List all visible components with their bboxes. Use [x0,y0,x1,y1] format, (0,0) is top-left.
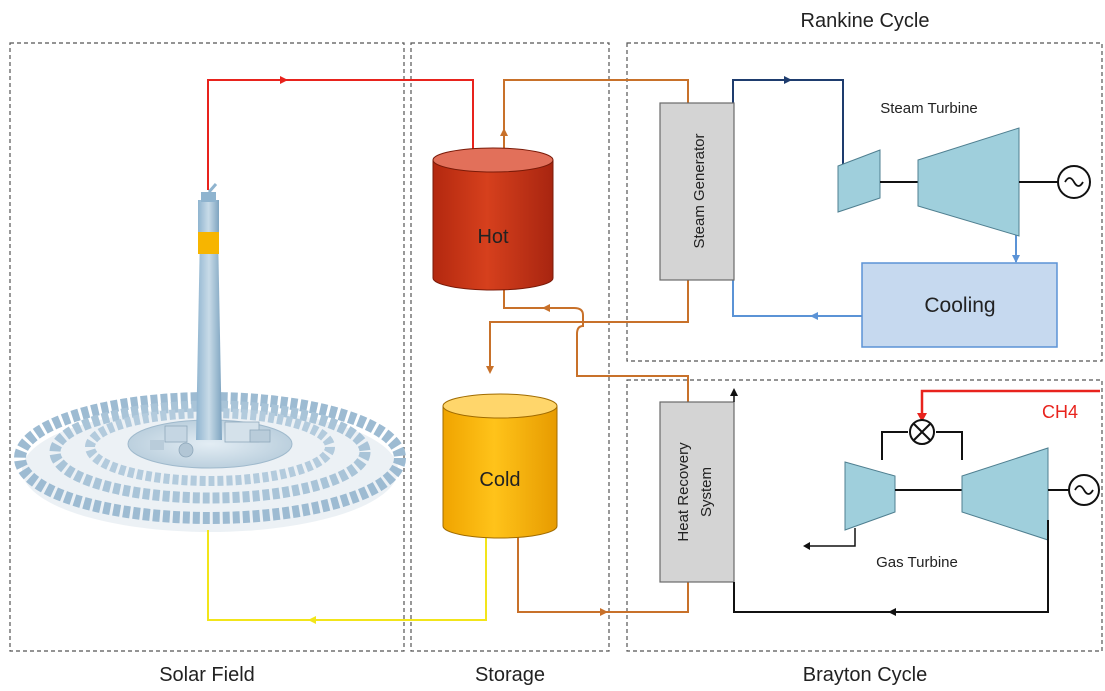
hot-salt-line [207,79,474,190]
exhaust-arrow [730,388,738,396]
fuel-line [920,389,1100,418]
salt-sg-return [489,280,689,370]
steam-generator-box [659,102,735,281]
air-inlet-arrow [803,542,810,550]
compressor-to-combustor [881,431,908,460]
solar-field-title: Solar Field [159,664,255,686]
steam-turbine-label: Steam Turbine [880,100,978,117]
steam-line [732,79,844,166]
gas-generator-symbol [1068,474,1100,506]
heat-recovery-box [659,401,735,583]
cold-tank [442,393,558,539]
heat-recovery-label-2: System [698,467,715,517]
salt-arrow-down [486,366,494,374]
cooling-label: Cooling [924,294,995,317]
steam-turbine [837,127,1058,237]
storage-title: Storage [475,664,545,686]
brayton-cycle-title: Brayton Cycle [803,664,928,686]
salt-hot-to-sg [503,79,689,160]
gas-turbine-label: Gas Turbine [876,554,958,571]
air-inlet-line [810,528,856,547]
cooling-box [861,262,1058,348]
hot-tank-label: Hot [477,226,509,248]
cold-tank-label: Cold [479,469,520,491]
rankine-cycle-title: Rankine Cycle [801,10,930,32]
cooling-out-line [732,280,862,317]
rankine-box [626,42,1103,362]
brayton-box [626,379,1103,652]
fuel-arrow [917,413,927,422]
steam-arrow [784,76,792,84]
salt-arrow-up [500,128,508,136]
cooling-in-arrow [1012,255,1020,263]
fuel-label: CH4 [1042,402,1078,422]
exhaust-to-hrs-arrow [888,608,896,616]
steam-generator-label: Steam Generator [691,133,708,248]
solar-field-box [9,42,405,652]
steam-generator-symbol [1057,165,1091,199]
storage-box [410,42,610,652]
combustor-to-turbine [936,431,963,460]
cooling-out-arrow [810,312,818,320]
salt-arrow-left [542,304,550,312]
salt-hot-to-hrs [503,278,689,402]
solar-tower [196,183,222,440]
heat-recovery-label-1: Heat Recovery [675,442,692,542]
cold-line-arrow [308,616,316,624]
gas-turbine [844,447,1070,541]
hot-line-arrow [280,76,288,84]
combustor-symbol [909,419,935,445]
salt-arrow-right [600,608,608,616]
hot-tank [432,147,554,291]
cold-salt-line [207,530,487,621]
